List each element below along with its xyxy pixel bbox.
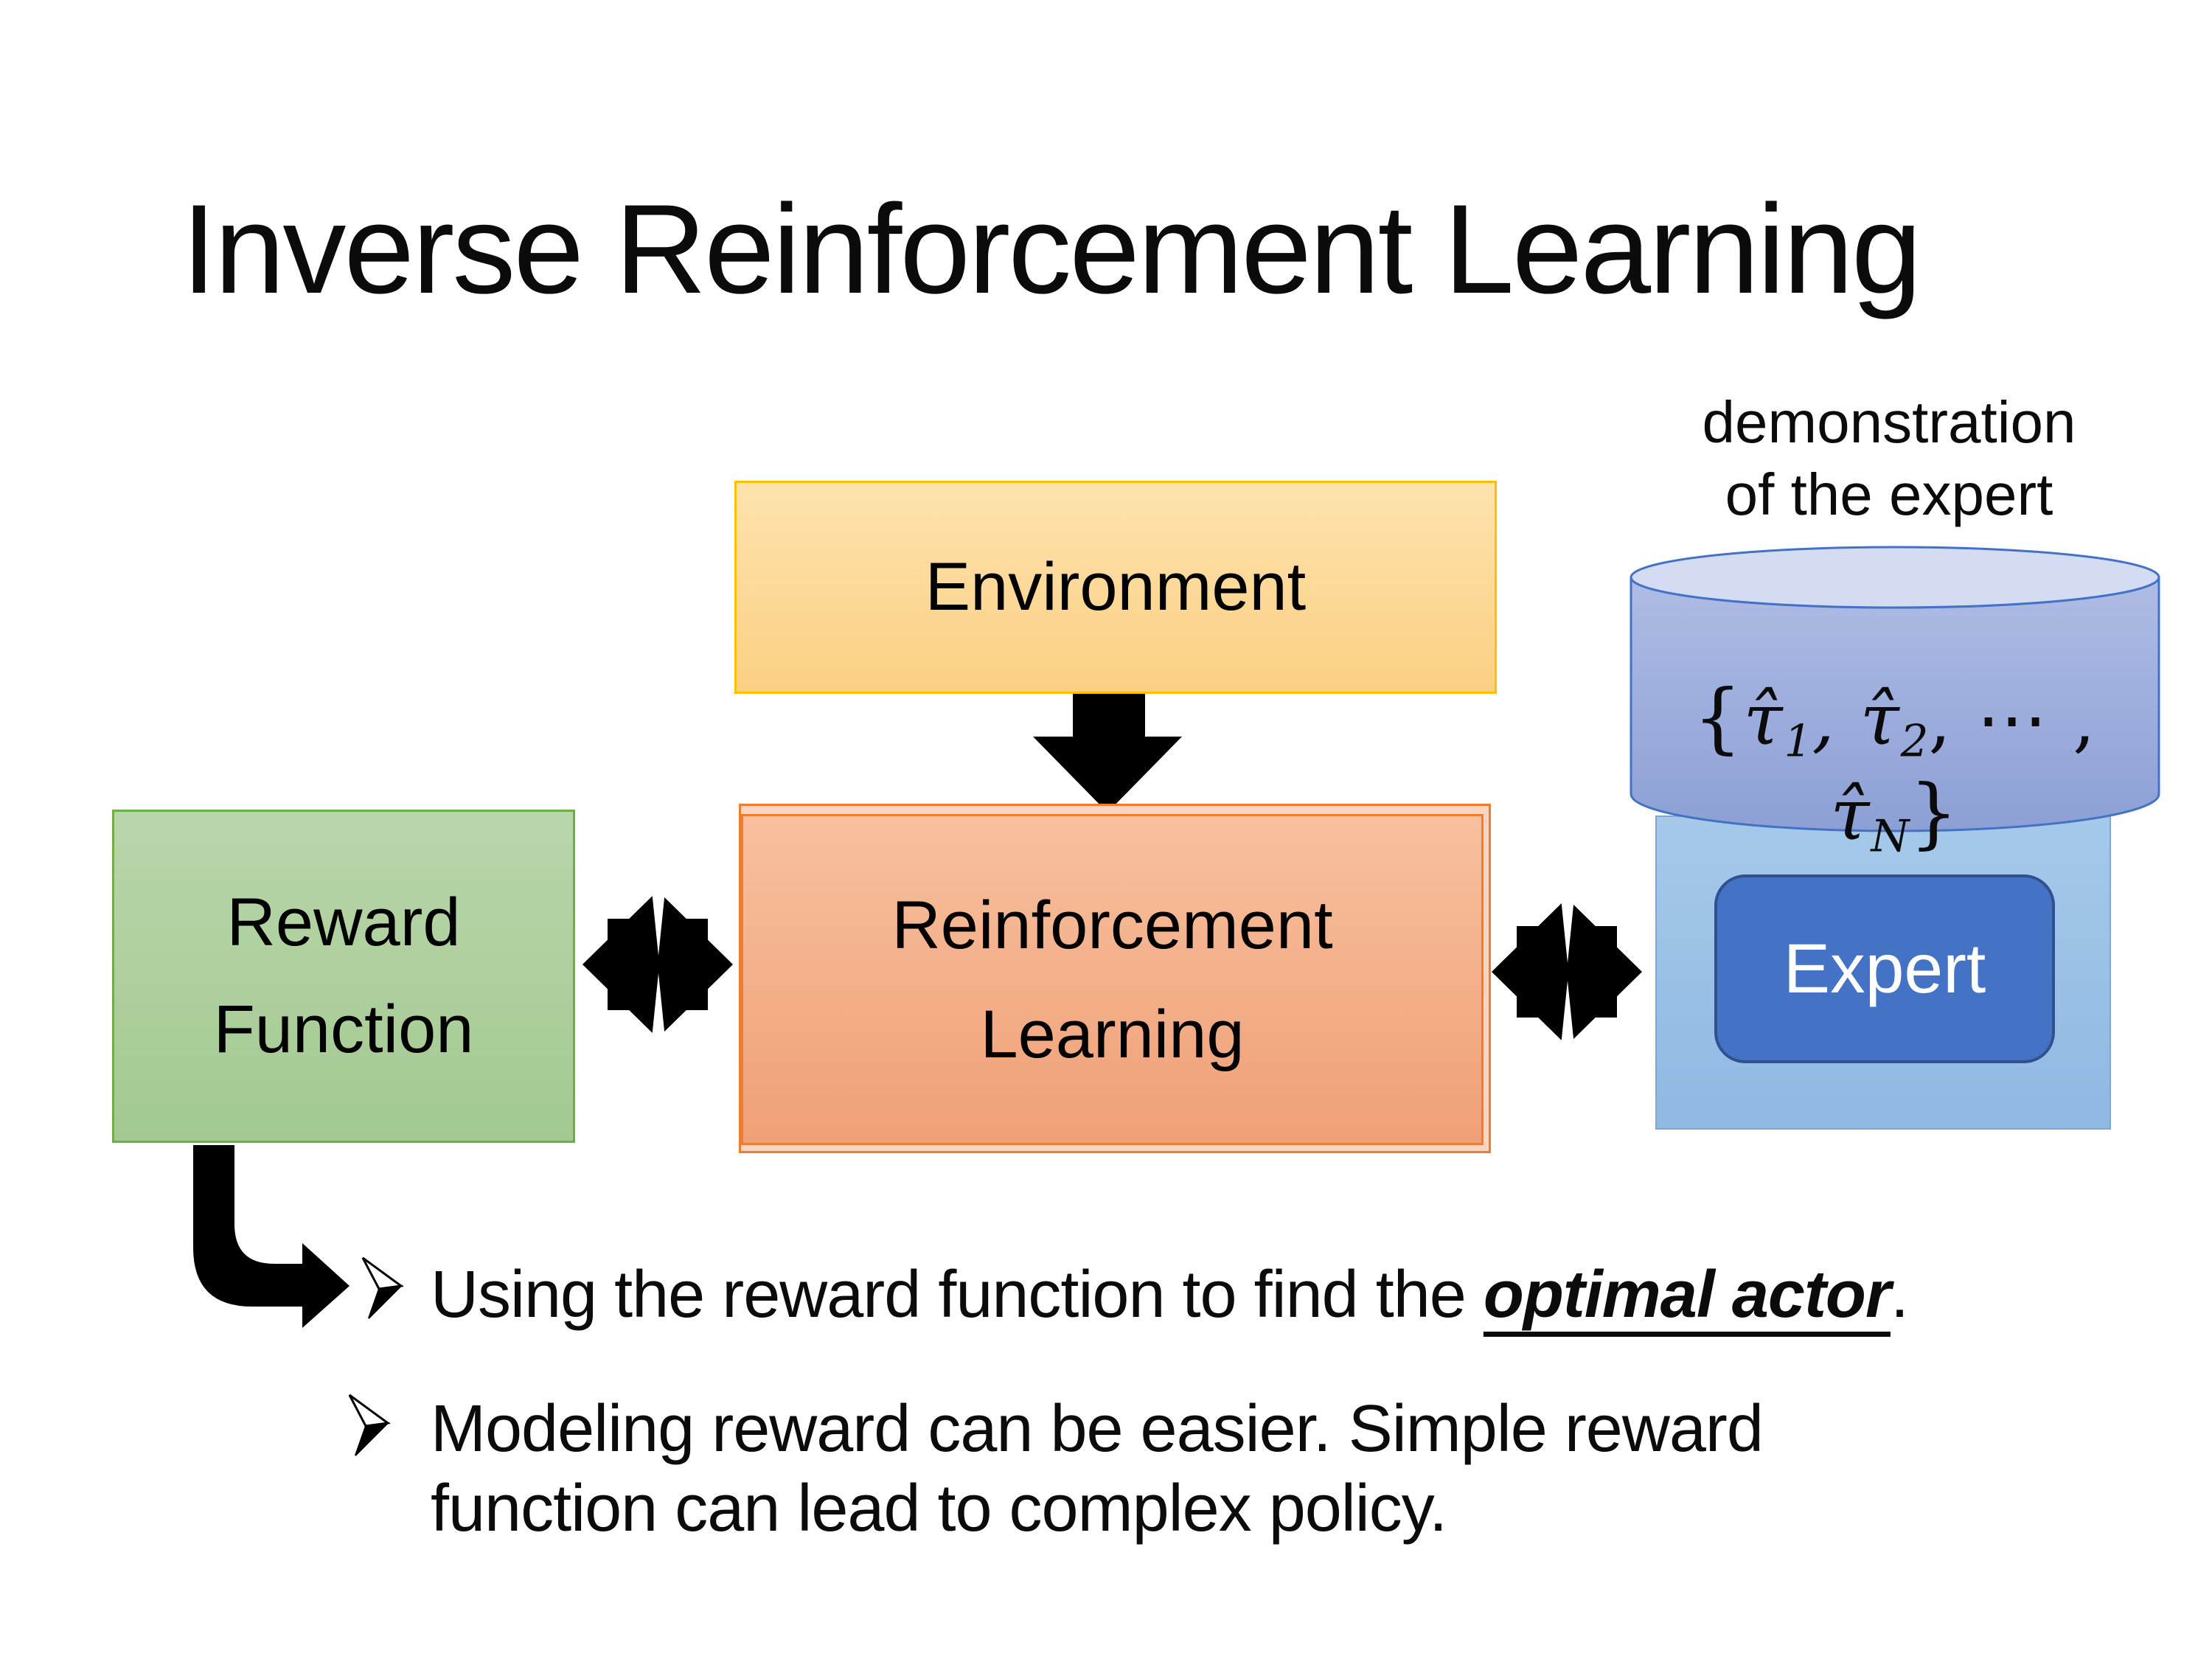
reward-function-label-line2: Function xyxy=(213,992,474,1067)
cylinder-math-label: {τ̂1, τ̂2, ⋯ , τ̂N} xyxy=(1644,672,2146,862)
reward-function-box: Reward Function xyxy=(112,810,575,1143)
page-title: Inverse Reinforcement Learning xyxy=(181,178,1922,320)
reinforcement-learning-label-line2: Learning xyxy=(980,996,1245,1072)
expert-label: Expert xyxy=(1783,929,1986,1008)
bullet-1-text: Using the reward function to find the xyxy=(431,1258,1484,1332)
cylinder-annotation: demonstration of the expert xyxy=(1622,386,2156,531)
math-sub-2: 2 xyxy=(1900,716,1929,768)
environment-label: Environment xyxy=(925,549,1307,625)
bullet-1-period: . xyxy=(1890,1258,1909,1332)
annotation-line-1: demonstration xyxy=(1702,389,2076,455)
expert-box: Expert xyxy=(1714,874,2055,1063)
math-tau-1: τ̂ xyxy=(1743,678,1784,761)
math-close-brace: } xyxy=(1909,767,1960,858)
math-tau-2: τ̂ xyxy=(1860,678,1901,761)
math-open-brace: { xyxy=(1693,672,1744,762)
arrowhead-bullet-icon xyxy=(361,1256,404,1319)
left-right-double-arrow-icon xyxy=(1492,898,1642,1046)
environment-box: Environment xyxy=(734,481,1497,694)
bullet-2-line-1: Modeling reward can be easier. Simple re… xyxy=(431,1392,1764,1466)
reinforcement-learning-label-line1: Reinforcement xyxy=(891,887,1333,963)
elbow-right-arrow-icon xyxy=(193,1145,349,1328)
annotation-line-2: of the expert xyxy=(1725,462,2053,527)
reward-function-label-line1: Reward xyxy=(226,885,461,960)
bullet-item-1: Using the reward function to find the op… xyxy=(431,1255,1909,1335)
bullet-item-2: Modeling reward can be easier. Simple re… xyxy=(431,1389,1764,1548)
math-sub-1: 1 xyxy=(1784,716,1812,768)
math-dots: , ⋯ , xyxy=(1928,678,2097,761)
reinforcement-learning-box: Reinforcement Learning xyxy=(741,814,1484,1145)
math-tau-n: τ̂ xyxy=(1830,773,1871,856)
bullet-1-emphasis: optimal actor xyxy=(1483,1258,1891,1332)
down-block-arrow-icon xyxy=(1033,694,1182,813)
math-comma: , xyxy=(1812,678,1860,761)
left-right-double-arrow-icon xyxy=(582,891,733,1038)
database-cylinder-icon xyxy=(1630,546,2160,832)
math-sub-n: N xyxy=(1871,811,1910,863)
arrowhead-bullet-icon xyxy=(348,1394,391,1456)
bullet-2-line-2: function can lead to complex policy. xyxy=(431,1472,1447,1545)
